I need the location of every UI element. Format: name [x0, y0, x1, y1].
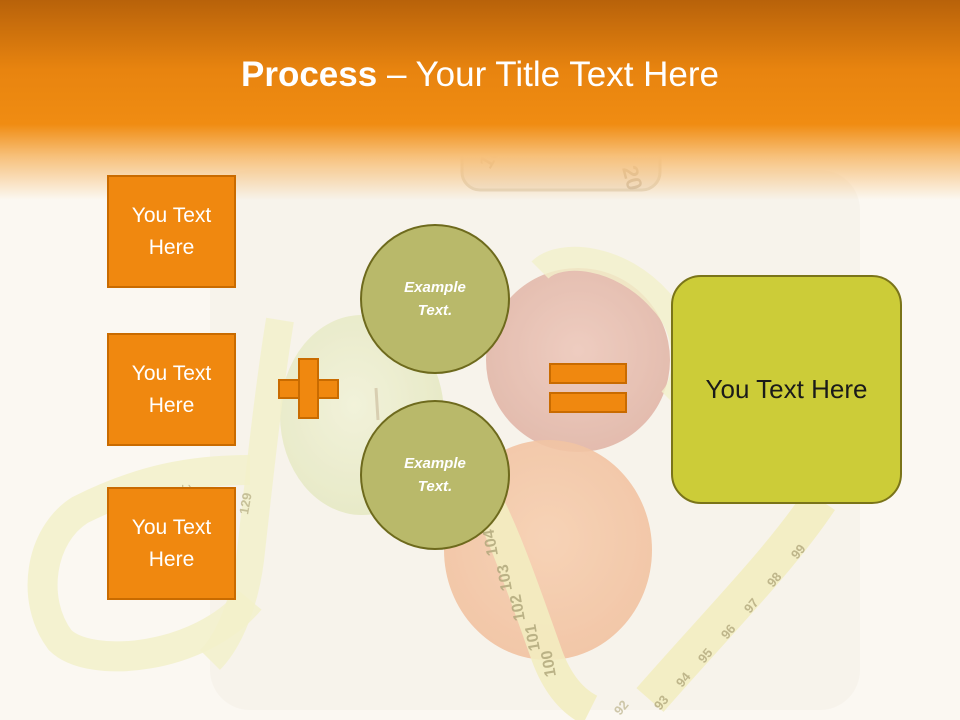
tape-number-103: 103	[495, 563, 516, 592]
tape-number-95: 95	[695, 645, 716, 666]
example-circle-2[interactable]: Example Text.	[360, 400, 510, 550]
left-text-box-2[interactable]: You Text Here	[107, 333, 236, 446]
tape-number-97: 97	[741, 595, 762, 616]
tape-number-98: 98	[764, 569, 785, 590]
title-banner	[0, 0, 960, 200]
left-text-box-label: You Text Here	[131, 203, 212, 259]
left-text-box-label: You Text Here	[131, 361, 212, 417]
left-text-box-label: You Text Here	[131, 515, 212, 571]
tape-number-102: 102	[508, 593, 529, 622]
tape-number-99: 99	[788, 541, 809, 562]
example-circle-1[interactable]: Example Text.	[360, 224, 510, 374]
slide-title-bold: Process	[241, 55, 378, 94]
tape-number-101: 101	[523, 623, 544, 652]
tape-number-104: 104	[481, 528, 502, 557]
equals-icon-top-bar	[549, 363, 627, 384]
tape-number-92: 92	[611, 697, 632, 718]
slide-title-rest: – Your Title Text Here	[377, 55, 719, 94]
tape-number-93: 93	[651, 692, 672, 713]
result-box-label: You Text Here	[705, 374, 868, 404]
tape-number-129: 129	[236, 492, 255, 516]
slide-title: Process – Your Title Text Here	[0, 52, 960, 98]
equals-icon-bottom-bar	[549, 392, 627, 413]
tape-number-94: 94	[673, 669, 694, 690]
tape-number-96: 96	[718, 621, 739, 642]
example-circle-label: Example Text.	[404, 279, 466, 319]
left-text-box-1[interactable]: You Text Here	[107, 175, 236, 288]
tape-number-100: 100	[539, 649, 560, 678]
result-box[interactable]: You Text Here	[671, 275, 902, 504]
example-circle-label: Example Text.	[404, 455, 466, 495]
left-text-box-3[interactable]: You Text Here	[107, 487, 236, 600]
plus-icon-center	[300, 381, 317, 397]
